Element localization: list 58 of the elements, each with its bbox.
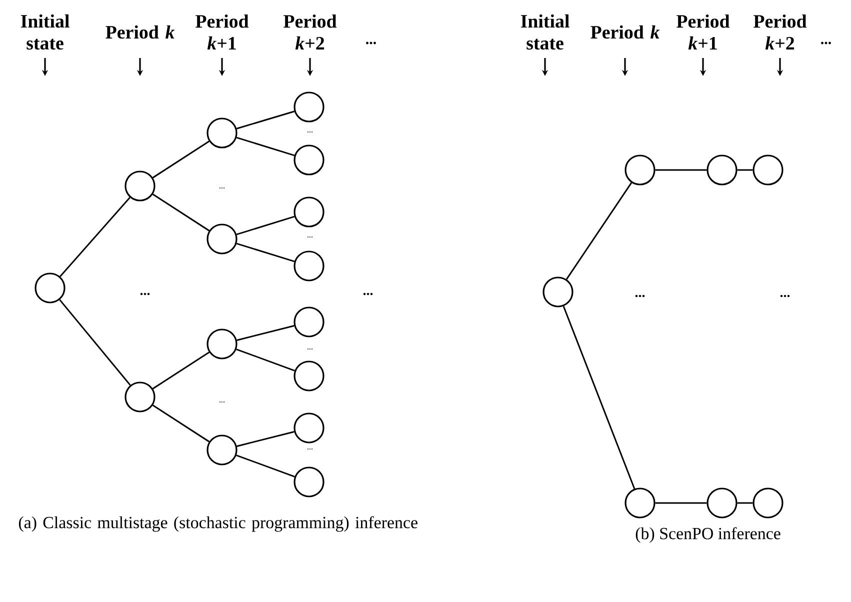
subfigure-caption: (a) Classic multistage (stochastic programming) inference bbox=[18, 516, 418, 532]
tree-branch bbox=[737, 169, 753, 171]
tree-branch bbox=[236, 431, 294, 447]
period-heading: Initial state bbox=[20, 14, 70, 50]
tree-branch bbox=[236, 110, 295, 130]
tree-branch bbox=[59, 299, 131, 386]
ellipsis: ... bbox=[366, 42, 376, 44]
state-circle bbox=[294, 360, 324, 392]
tree-branch bbox=[566, 182, 632, 280]
tree-branch bbox=[236, 325, 294, 341]
tree-branch bbox=[562, 306, 636, 489]
state-circle bbox=[206, 224, 238, 254]
state-circle bbox=[294, 306, 324, 338]
state-circle bbox=[124, 170, 156, 202]
tree-branch bbox=[655, 169, 707, 171]
tree-branch bbox=[152, 194, 210, 232]
state-circle bbox=[206, 118, 238, 148]
state-circle bbox=[34, 272, 66, 304]
period-heading: Period k+2 bbox=[754, 14, 807, 50]
tree-branch bbox=[60, 196, 130, 278]
state-circle bbox=[294, 250, 324, 282]
tree-branch bbox=[236, 242, 295, 262]
subfigure-caption: (b) ScenPO inference bbox=[636, 527, 780, 543]
tree-branch bbox=[655, 502, 707, 504]
tree-branch bbox=[236, 348, 295, 372]
state-circle bbox=[706, 154, 738, 186]
period-heading: Period k bbox=[590, 25, 660, 39]
period-heading: Period k bbox=[106, 25, 175, 39]
period-heading: Period k+2 bbox=[284, 14, 337, 50]
state-circle bbox=[624, 154, 656, 186]
state-circle bbox=[124, 382, 156, 412]
tree-branch bbox=[236, 454, 295, 478]
state-circle bbox=[752, 154, 784, 186]
tree-branch bbox=[236, 216, 295, 236]
tree-branch bbox=[152, 404, 210, 442]
tree-branch bbox=[236, 136, 295, 156]
tree-branch bbox=[737, 502, 753, 504]
ellipsis: ... bbox=[140, 292, 150, 296]
state-circle bbox=[294, 144, 324, 176]
state-circle bbox=[294, 92, 324, 122]
tree-branch bbox=[152, 140, 210, 178]
state-circle bbox=[624, 488, 656, 518]
state-circle bbox=[294, 466, 324, 498]
ellipsis: ... bbox=[821, 42, 831, 44]
ellipsis: ... bbox=[363, 292, 373, 296]
state-circle bbox=[542, 276, 574, 308]
period-heading: Period k+1 bbox=[196, 14, 249, 50]
state-circle bbox=[294, 196, 324, 228]
state-circle bbox=[206, 434, 238, 466]
state-circle bbox=[294, 412, 324, 444]
tree-branch bbox=[152, 352, 210, 390]
ellipsis: ... bbox=[635, 294, 645, 298]
period-heading: Initial state bbox=[520, 14, 570, 50]
period-heading: Period k+1 bbox=[676, 14, 730, 50]
ellipsis: ... bbox=[780, 294, 790, 298]
state-circle bbox=[706, 488, 738, 518]
state-circle bbox=[752, 488, 784, 518]
state-circle bbox=[206, 328, 238, 360]
